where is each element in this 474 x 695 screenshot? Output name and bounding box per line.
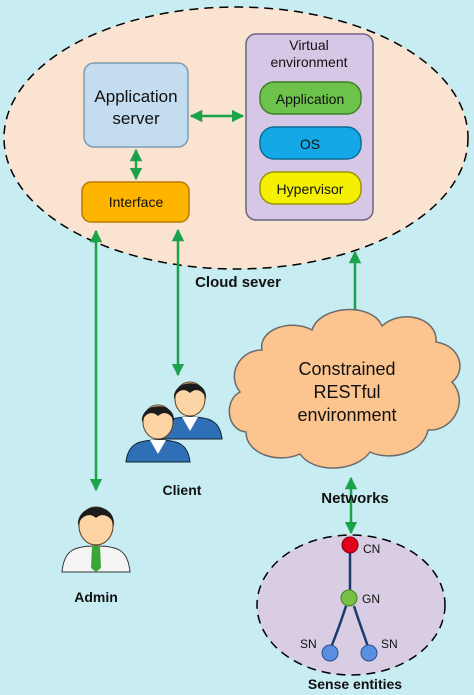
cn-node [341,536,359,554]
client-icon [125,381,223,463]
hypervisor-pill [259,171,362,205]
admin-label: Admin [74,589,118,605]
interface-box: Interface [81,181,190,223]
restful-line2: RESTful [313,382,380,402]
interface-label: Interface [109,194,164,210]
app-server-line2: server [112,109,160,128]
restful-line3: environment [297,405,396,425]
gn-label: GN [362,592,380,606]
cn-label: CN [363,542,380,556]
restful-line1: Constrained [298,359,395,379]
application-server: Application server [83,62,189,148]
virtual-env-line1: Virtual [289,37,328,53]
hypervisor-label: Hypervisor [277,181,344,197]
sense-entities-label: Sense entities [308,676,402,692]
virtual-env-line2: environment [270,54,347,70]
admin-icon [61,506,131,573]
cloud-server-label: Cloud sever [195,274,281,291]
application-label: Application [276,91,345,107]
cloud-server-ellipse [3,6,469,270]
sn-left-node [321,644,339,662]
client-label: Client [163,482,202,498]
application-pill [259,81,362,115]
sense-entities: CN GN SN SN [256,534,446,676]
virtual-environment: Virtual environment Application OS Hyper… [245,33,374,221]
sn-left-label: SN [300,637,317,651]
gn-node [340,589,358,607]
os-label: OS [300,136,320,152]
app-server-line1: Application [94,87,177,106]
sn-right-node [360,644,378,662]
sn-right-label: SN [381,637,398,651]
networks-label: Networks [321,490,389,507]
os-pill [259,126,362,160]
restful-cloud: Constrained RESTful environment [228,308,461,469]
